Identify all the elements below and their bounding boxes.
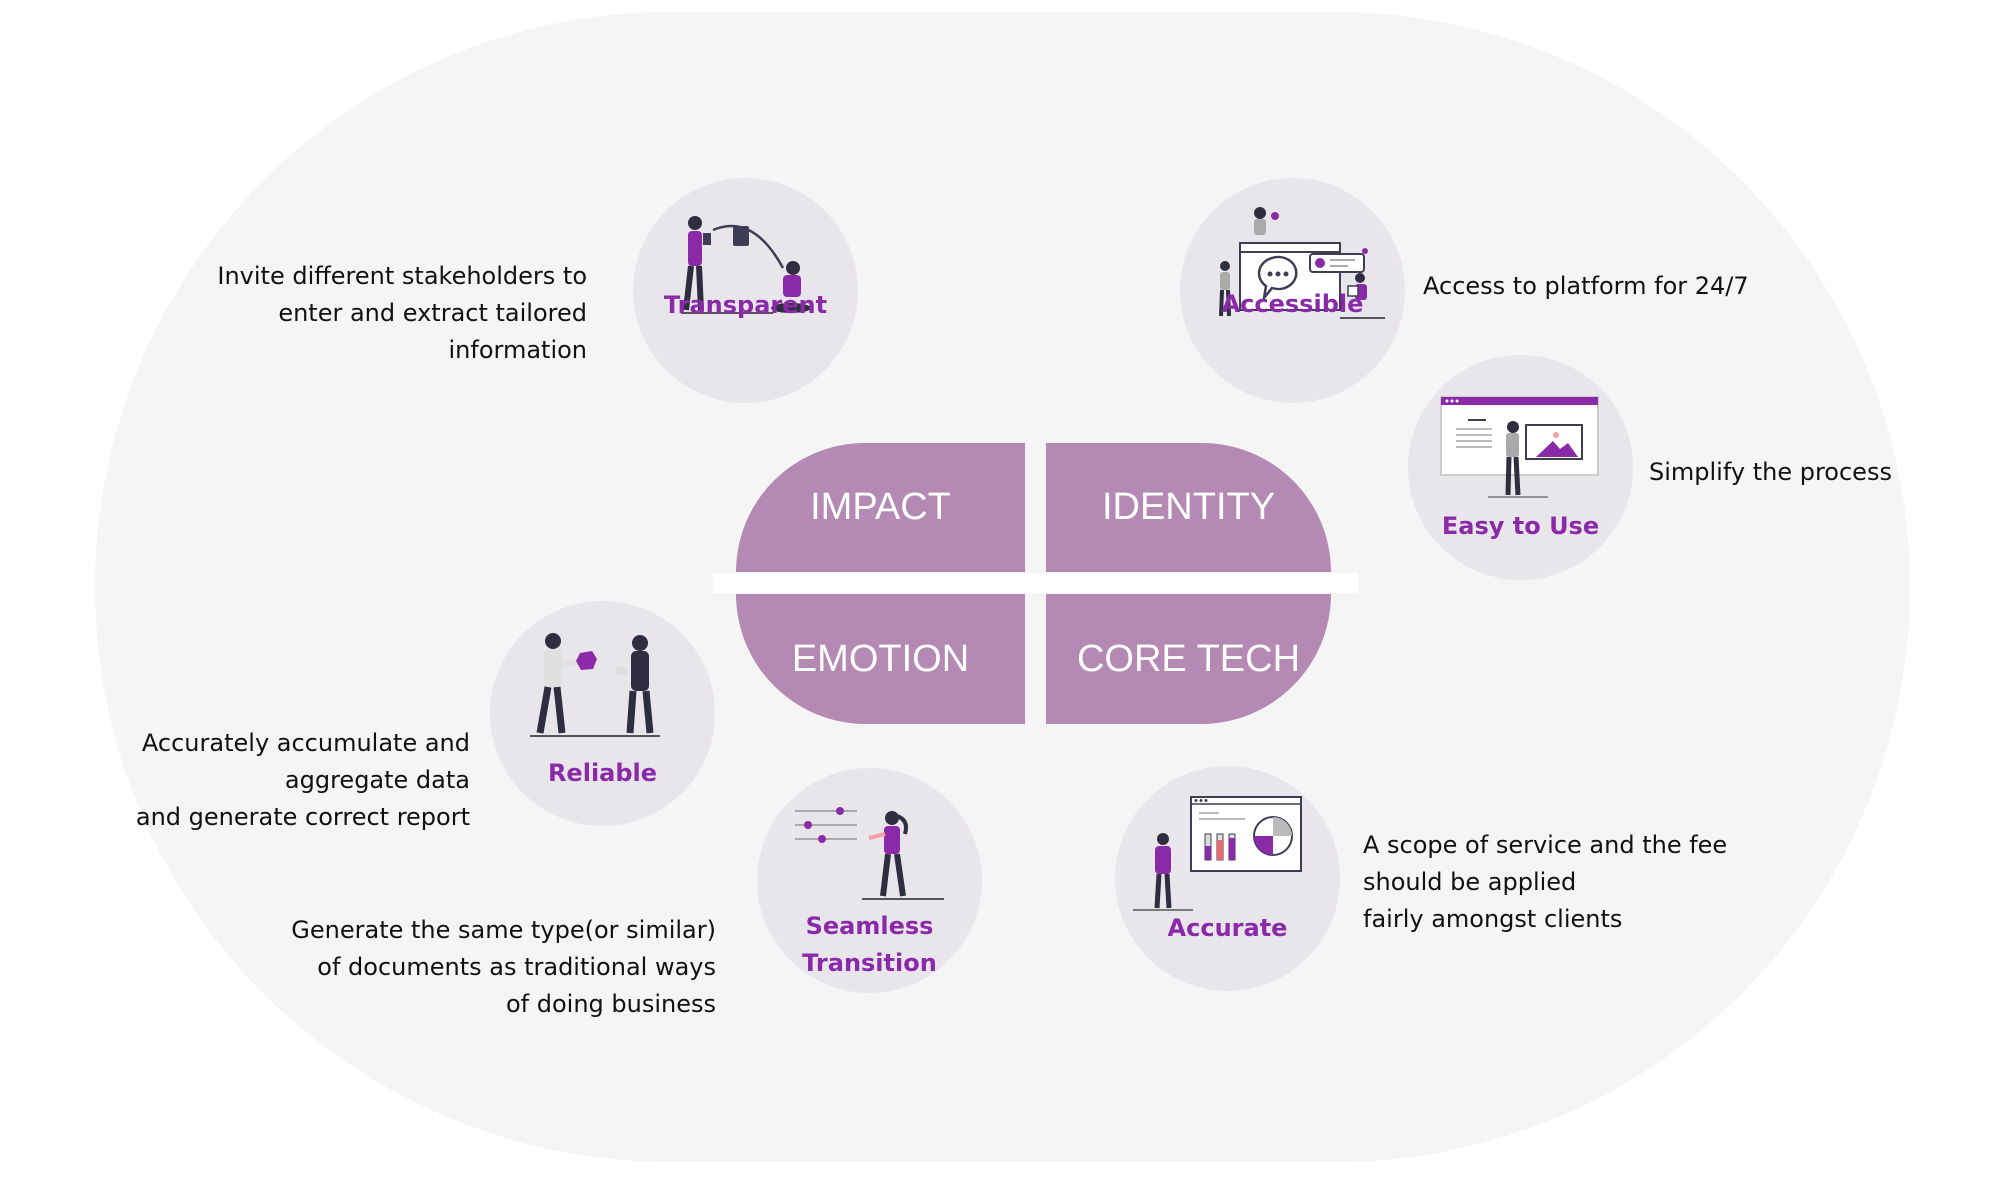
- feature-reliable: Reliable: [490, 601, 715, 826]
- feature-accessible: Accessible: [1180, 178, 1405, 403]
- feature-label-accurate: Accurate: [1167, 914, 1288, 942]
- feature-desc-seamless-transition: Generate the same type(or similar) of do…: [291, 916, 716, 1018]
- presentation-screen-icon: [1440, 396, 1599, 498]
- feature-label-transition: Transition: [802, 949, 937, 977]
- feature-desc-accessible: Access to platform for 24/7: [1423, 272, 1749, 300]
- feature-transparent: Transparent: [633, 178, 858, 403]
- feature-label-accessible: Accessible: [1221, 290, 1364, 318]
- feature-label-seamless: Seamless: [805, 912, 934, 940]
- feature-label-transparent: Transparent: [663, 291, 828, 319]
- quadrant-divider: [713, 573, 1358, 593]
- feature-desc-transparent: Invite different stakeholders to enter a…: [217, 262, 587, 364]
- people-sharing-document-icon: [681, 216, 811, 314]
- people-handing-package-icon: [530, 633, 660, 737]
- feature-easy-to-use: Easy to Use: [1408, 355, 1633, 580]
- analytics-dashboard-icon: [1133, 796, 1302, 911]
- feature-desc-reliable: Accurately accumulate and aggregate data…: [135, 729, 470, 831]
- feature-label-easy-to-use: Easy to Use: [1441, 512, 1600, 540]
- feature-label-reliable: Reliable: [547, 759, 658, 787]
- feature-seamless-transition: Seamless Transition: [757, 768, 982, 993]
- chat-window-icon: [1219, 207, 1385, 319]
- settings-sliders-person-icon: [795, 807, 944, 900]
- feature-accurate: Accurate: [1115, 766, 1340, 991]
- feature-desc-easy-to-use: Simplify the process: [1649, 458, 1892, 486]
- feature-desc-accurate: A scope of service and the fee should be…: [1363, 831, 1728, 933]
